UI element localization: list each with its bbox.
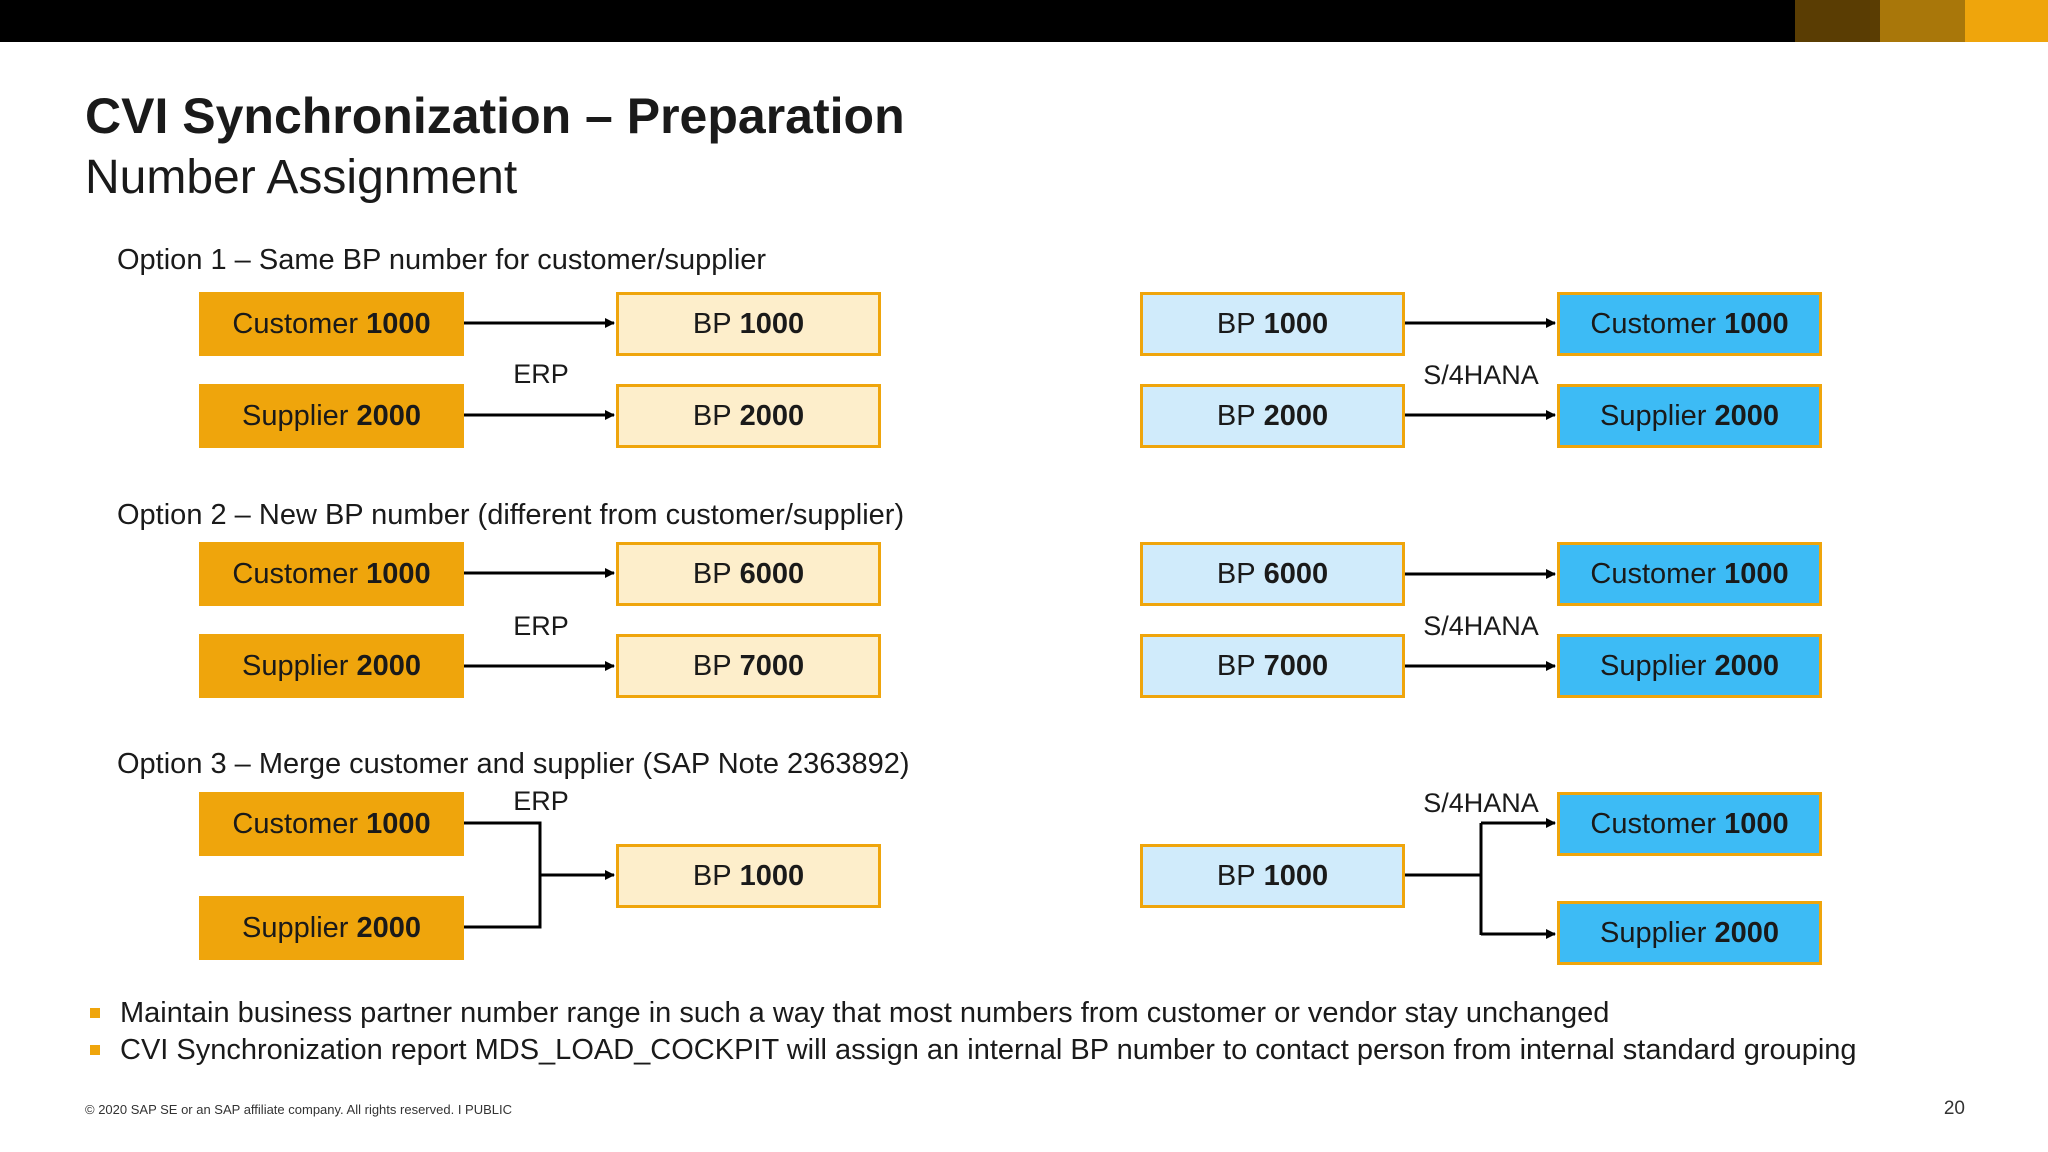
option-1-erp-label: ERP	[513, 359, 569, 389]
top-bar-accent-light	[1965, 0, 2048, 42]
bullet-square-icon	[90, 1008, 100, 1018]
slide-title: CVI Synchronization – Preparation	[85, 88, 905, 144]
bullet-item: Maintain business partner number range i…	[88, 995, 1857, 1032]
bullet-square-icon	[90, 1045, 100, 1055]
option-3-heading: Option 3 – Merge customer and supplier (…	[117, 748, 910, 780]
bullet-item: CVI Synchronization report MDS_LOAD_COCK…	[88, 1032, 1857, 1069]
option-1-s4-label: S/4HANA	[1423, 360, 1539, 390]
option-2-s4-label: S/4HANA	[1423, 611, 1539, 641]
top-bar	[0, 0, 2048, 42]
slide-subtitle: Number Assignment	[85, 151, 518, 204]
merge-connector	[464, 821, 542, 929]
option-2-heading: Option 2 – New BP number (different from…	[117, 499, 905, 531]
option-1-heading: Option 1 – Same BP number for customer/s…	[117, 244, 767, 276]
page-number: 20	[1943, 1098, 1965, 1119]
top-bar-accent-mid	[1880, 0, 1965, 42]
option-2-erp-label: ERP	[513, 611, 569, 641]
option-3-erp-label: ERP	[513, 786, 569, 816]
bullet-list: Maintain business partner number range i…	[88, 995, 1857, 1069]
copyright-footer: © 2020 SAP SE or an SAP affiliate compan…	[85, 1102, 513, 1117]
top-bar-accent-dark	[1795, 0, 1880, 42]
option-3-s4-label: S/4HANA	[1423, 788, 1539, 818]
